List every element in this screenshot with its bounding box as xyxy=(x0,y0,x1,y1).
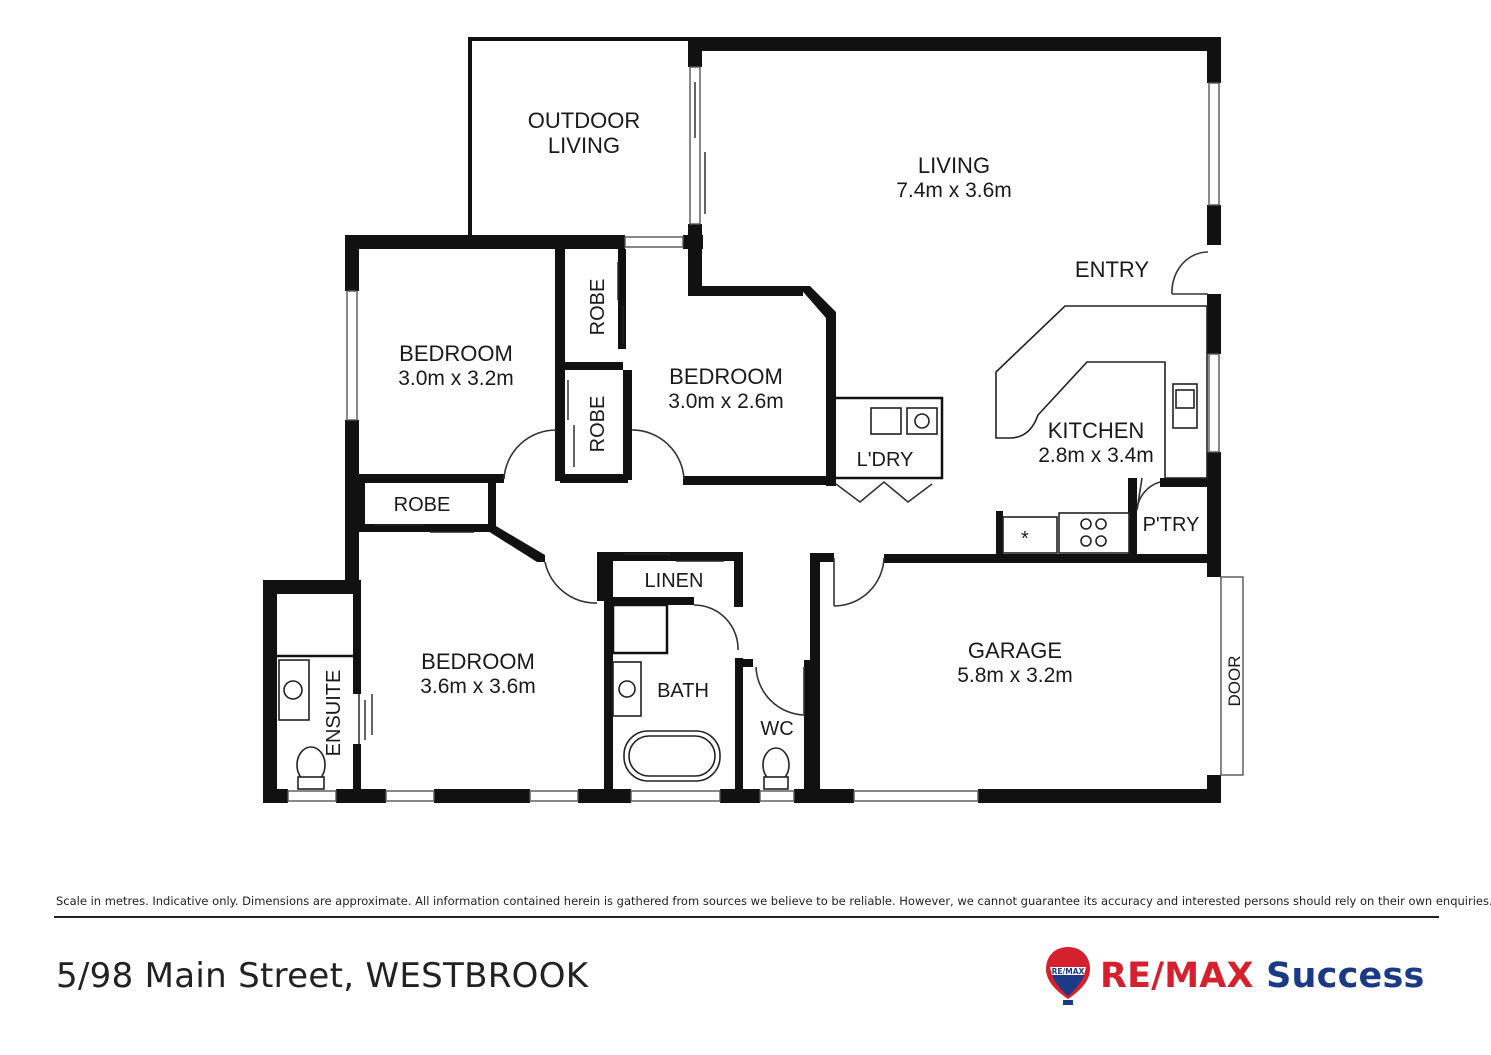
windows xyxy=(287,66,1244,802)
ensuite-label: ENSUITE xyxy=(323,670,345,757)
fixtures: * xyxy=(277,305,1208,790)
garage-door-label: DOOR xyxy=(1225,656,1244,707)
robe-upper-label: ROBE xyxy=(587,279,609,336)
property-address: 5/98 Main Street, WESTBROOK xyxy=(56,956,589,996)
disclaimer-text: Scale in metres. Indicative only. Dimens… xyxy=(56,894,1491,908)
entry-label: ENTRY xyxy=(1075,257,1149,282)
pantry-label: P'TRY xyxy=(1143,514,1200,536)
brand-office-text: Success xyxy=(1266,956,1425,996)
room-labels: OUTDOOR LIVING LIVING 7.4m x 3.6m ENTRY … xyxy=(323,108,1244,756)
outdoor-living-outline xyxy=(468,37,688,237)
garage-dimensions: 5.8m x 3.2m xyxy=(957,664,1073,687)
floor-plan: * OUTDOOR LIVING LIVING 7.4m x 3.6m ENTR… xyxy=(263,37,1244,803)
slider-arrows xyxy=(364,82,724,740)
outdoor-living-label-1: OUTDOOR xyxy=(528,108,640,133)
robe-hall-label: ROBE xyxy=(394,494,451,516)
brand-name: RE/MAX Success xyxy=(1100,956,1425,996)
interior-walls xyxy=(353,249,1221,798)
bath-label: BATH xyxy=(657,680,709,702)
balloon-logo-icon: RE/MAX xyxy=(1046,947,1090,1005)
kitchen-dimensions: 2.8m x 3.4m xyxy=(1038,444,1154,467)
fan-symbol: * xyxy=(1021,528,1029,550)
balloon-text: RE/MAX xyxy=(1052,967,1085,976)
garage-label: GARAGE xyxy=(968,638,1062,663)
exterior-walls xyxy=(263,37,1221,803)
bedroom-1-dimensions: 3.0m x 3.2m xyxy=(398,367,514,390)
brand-logo: RE/MAX RE/MAX Success xyxy=(1044,944,1425,1008)
footer-divider xyxy=(54,916,1439,918)
linen-label: LINEN xyxy=(645,570,704,592)
bedroom-3-dimensions: 3.6m x 3.6m xyxy=(420,675,536,698)
wc-label: WC xyxy=(760,718,793,740)
outdoor-living-label-2: LIVING xyxy=(548,133,620,158)
living-dimensions: 7.4m x 3.6m xyxy=(896,179,1012,202)
bedroom-1-label: BEDROOM xyxy=(399,341,513,366)
bedroom-3-label: BEDROOM xyxy=(421,649,535,674)
brand-remax-text: RE/MAX xyxy=(1100,956,1254,996)
doors xyxy=(358,251,1209,744)
bedroom-2-dimensions: 3.0m x 2.6m xyxy=(668,390,784,413)
living-label: LIVING xyxy=(918,153,990,178)
laundry-label: L'DRY xyxy=(857,449,914,471)
bedroom-2-label: BEDROOM xyxy=(669,364,783,389)
kitchen-label: KITCHEN xyxy=(1048,418,1145,443)
robe-lower-label: ROBE xyxy=(587,396,609,453)
